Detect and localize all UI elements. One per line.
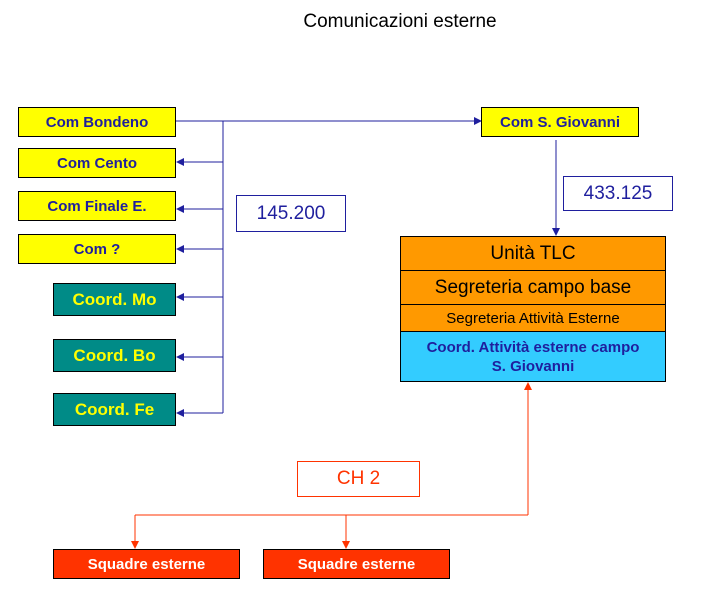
coord-mo-box: Coord. Mo [53,283,176,316]
com-unknown-box: Com ? [18,234,176,264]
coord-attivita-row: Coord. Attività esterne campo S. Giovann… [401,332,665,381]
unita-tlc-row: Unità TLC [401,237,665,271]
coord-bo-box: Coord. Bo [53,339,176,372]
channel-ch2-label: CH 2 [297,461,420,497]
frequency-145-label: 145.200 [236,195,346,232]
com-finale-box: Com Finale E. [18,191,176,221]
com-sgiovanni-box: Com S. Giovanni [481,107,639,137]
coord-fe-box: Coord. Fe [53,393,176,426]
diagram-title: Comunicazioni esterne [303,11,497,32]
frequency-433-label: 433.125 [563,176,673,211]
coord-attivita-line1: Coord. Attività esterne campo [426,338,640,356]
segreteria-attivita-row: Segreteria Attività Esterne [401,305,665,332]
base-camp-stack: Unità TLC Segreteria campo base Segreter… [400,236,666,382]
squadre-esterne-box-right: Squadre esterne [263,549,450,579]
segreteria-campo-row: Segreteria campo base [401,271,665,305]
com-cento-box: Com Cento [18,148,176,178]
squadre-esterne-box-left: Squadre esterne [53,549,240,579]
com-bondeno-box: Com Bondeno [18,107,176,137]
coord-attivita-line2: S. Giovanni [491,357,575,375]
